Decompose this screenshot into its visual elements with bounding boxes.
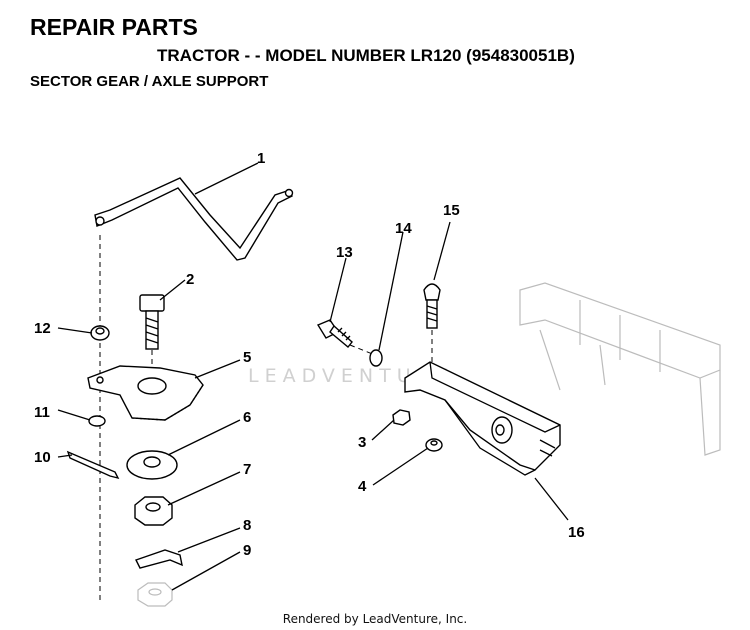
leader-lines	[57, 162, 569, 591]
footer-credit: Rendered by LeadVenture, Inc.	[282, 612, 468, 626]
section-title: SECTOR GEAR / AXLE SUPPORT	[30, 73, 269, 90]
watermark: LEADVENTURE	[248, 365, 454, 387]
callout-2: 2	[186, 271, 194, 288]
callout-14: 14	[395, 220, 412, 237]
part-3-nut	[392, 409, 411, 426]
part-14-washer	[369, 349, 383, 367]
model-subtitle: TRACTOR - - MODEL NUMBER LR120 (95483005…	[157, 46, 575, 65]
callout-13: 13	[336, 244, 353, 261]
callout-15: 15	[443, 202, 460, 219]
callout-8: 8	[243, 517, 251, 534]
callout-16: 16	[568, 524, 585, 541]
part-4-nut	[425, 438, 443, 452]
callout-4: 4	[358, 478, 367, 495]
callout-7: 7	[243, 461, 251, 478]
part-9-nut	[137, 582, 173, 607]
callout-5: 5	[243, 349, 251, 366]
page-title: REPAIR PARTS	[30, 14, 198, 40]
callout-9: 9	[243, 542, 251, 559]
part-2-bolt	[139, 294, 165, 350]
callout-11: 11	[34, 404, 50, 421]
part-16-axle-support	[404, 361, 561, 476]
part-6-spacer	[126, 450, 178, 480]
callout-12: 12	[34, 320, 51, 337]
part-13-bolt	[316, 319, 353, 348]
part-1-drag-link	[94, 177, 294, 261]
part-12-nut	[90, 325, 110, 341]
callout-6: 6	[243, 409, 251, 426]
callout-10: 10	[34, 449, 51, 466]
part-7-hex-nut	[134, 496, 173, 526]
frame-ghost	[519, 282, 721, 456]
part-15-bolt	[423, 283, 441, 329]
callout-1: 1	[257, 150, 265, 167]
part-10-cotter-pin	[66, 450, 120, 480]
part-8-clip	[135, 549, 183, 569]
callout-3: 3	[358, 434, 366, 451]
part-5-sector-gear	[87, 365, 204, 421]
part-11-washer	[88, 415, 106, 427]
